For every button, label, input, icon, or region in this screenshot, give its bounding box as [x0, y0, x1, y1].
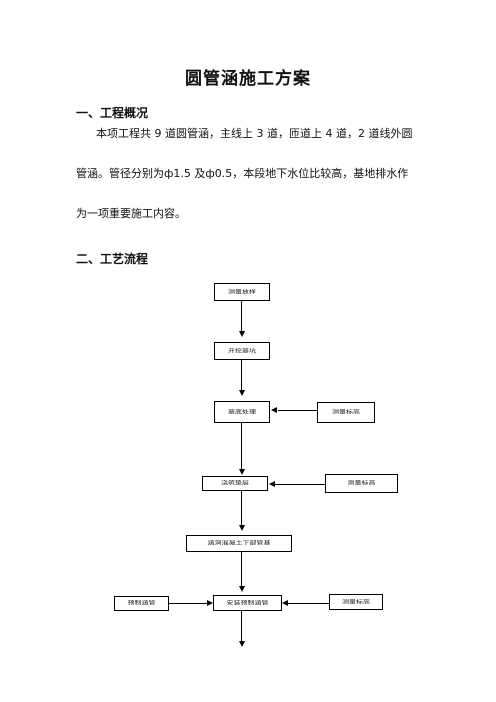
flow-connector — [241, 611, 242, 641]
flow-connector — [275, 484, 325, 485]
flow-connector — [241, 301, 242, 331]
arrow-down-icon — [239, 390, 245, 396]
arrow-down-icon — [239, 586, 245, 592]
flow-connector — [278, 410, 317, 411]
arrow-down-icon — [239, 469, 245, 475]
arrow-down-icon — [239, 331, 245, 337]
flow-side-measure-elevation-3: 测量标高 — [329, 594, 383, 610]
section-heading-process-flow: 二、工艺流程 — [76, 252, 149, 266]
arrow-left-icon — [282, 600, 288, 606]
document-title: 圆管涵施工方案 — [185, 69, 311, 89]
overview-paragraph-line-2: 管涵。管径分别为ф1.5 及ф0.5，本段地下水位比较高，基地排水作 — [76, 167, 409, 180]
flow-step-install-pipe: 安装预制涵管 — [213, 595, 282, 611]
flow-connector — [288, 603, 329, 604]
flow-connector — [241, 423, 242, 469]
flow-side-precast-pipe: 预制涵管 — [114, 596, 169, 611]
arrow-left-icon — [271, 407, 277, 413]
flow-connector — [241, 552, 242, 586]
flow-side-measure-elevation-1: 测量标高 — [317, 402, 375, 423]
flow-step-foundation-treatment: 基底处理 — [214, 401, 270, 423]
arrow-right-icon — [207, 600, 213, 606]
arrow-down-icon — [239, 525, 245, 531]
overview-paragraph-line-3: 为一项重要施工内容。 — [76, 207, 186, 220]
arrow-left-icon — [269, 481, 275, 487]
flow-side-measure-elevation-2: 测量标高 — [325, 474, 398, 493]
flow-connector — [169, 603, 207, 604]
overview-paragraph-line-1: 本项工程共 9 道圆管涵，主线上 3 道，匝道上 4 道，2 道线外圆 — [96, 127, 413, 140]
flow-connector — [241, 360, 242, 390]
flow-step-excavate: 开挖基坑 — [214, 342, 270, 360]
arrow-down-icon — [239, 641, 245, 647]
flow-connector — [241, 491, 242, 525]
flow-step-cushion: 浇筑垫层 — [202, 476, 268, 491]
section-heading-overview: 一、工程概况 — [76, 106, 149, 120]
flow-step-survey: 测量放样 — [214, 283, 270, 301]
flow-step-pipe-base: 涵洞混凝土下部管基 — [186, 535, 292, 552]
